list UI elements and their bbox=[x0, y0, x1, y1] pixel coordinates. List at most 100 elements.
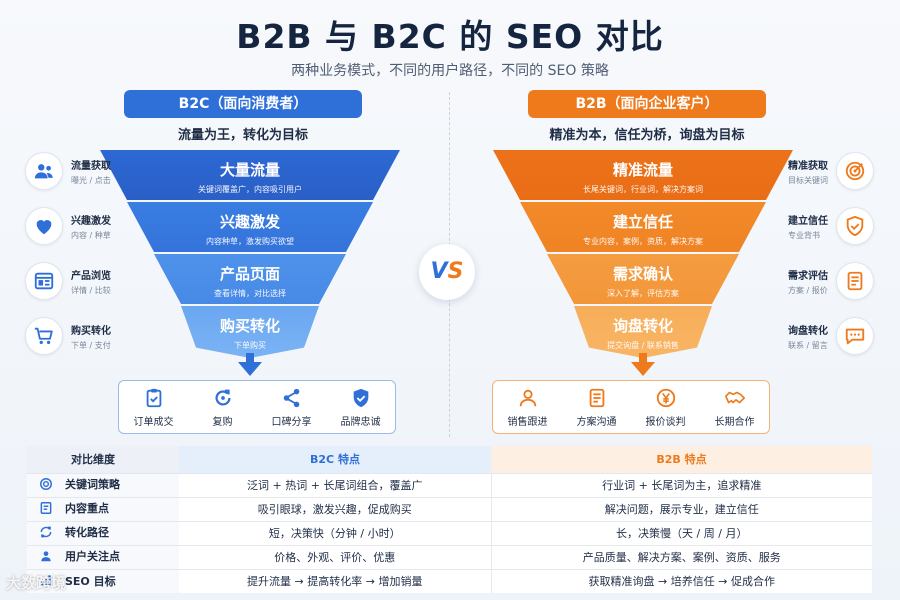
handshake-icon bbox=[724, 391, 745, 403]
stage-desc: 提交询盘 / 联系销售 bbox=[607, 341, 679, 350]
side-title: 精准获取 bbox=[788, 160, 828, 172]
b2b-funnel-stage: 精准流量 长尾关键词，行业词，解决方案词 bbox=[493, 150, 793, 200]
document-icon bbox=[39, 501, 57, 518]
side-desc: 方案 / 报价 bbox=[788, 285, 828, 295]
browser-icon bbox=[25, 262, 63, 300]
stage-title: 产品页面 bbox=[219, 265, 280, 283]
b2b-side-item: 建立信任专业背书 bbox=[788, 207, 874, 245]
table-row: 用户关注点 价格、外观、评价、优惠 产品质量、解决方案、案例、资质、服务 bbox=[27, 544, 872, 569]
table-row: SEO 目标 提升流量 → 提高转化率 → 增加销量 获取精准询盘 → 培养信任… bbox=[27, 568, 872, 593]
repeat-icon bbox=[215, 389, 231, 406]
comparison-table: 对比维度 B2C 特点 B2B 特点 关键词策略 泛词 + 热词 + 长尾词组合… bbox=[27, 446, 872, 593]
b2c-side-item: 兴趣激发内容 / 种草 bbox=[25, 207, 111, 245]
table-header-b2b: B2B 特点 bbox=[491, 446, 872, 473]
table-cell-b2c: 价格、外观、评价、优惠 bbox=[179, 544, 492, 569]
shield-check-icon bbox=[836, 207, 874, 245]
b2b-side-item: 精准获取目标关键词 bbox=[788, 152, 874, 190]
b2c-funnel-stage: 产品页面 查看详情，对比选择 bbox=[154, 254, 346, 304]
b2c-funnel-stage: 购买转化 下单购买 bbox=[181, 306, 319, 358]
b2c-results-box: 订单成交 复购 口碑分享 品牌忠诚 bbox=[118, 380, 396, 434]
result-label: 品牌忠诚 bbox=[340, 416, 381, 428]
dimension-label: SEO 目标 bbox=[65, 574, 116, 588]
side-title: 流量获取 bbox=[71, 160, 111, 172]
table-row: 关键词策略 泛词 + 热词 + 长尾词组合，覆盖广 行业词 + 长尾词为主，追求… bbox=[27, 472, 872, 497]
b2b-funnel-stage: 询盘转化 提交询盘 / 联系销售 bbox=[574, 306, 712, 358]
vs-letter-v: V bbox=[430, 259, 448, 284]
document-icon bbox=[836, 262, 874, 300]
b2c-arrow-stem bbox=[246, 353, 254, 363]
table-header-b2c: B2C 特点 bbox=[179, 446, 491, 473]
b2c-result-item: 订单成交 bbox=[122, 387, 186, 428]
clipboard-check-icon bbox=[146, 388, 161, 407]
stage-desc: 内容种草，激发购买欲望 bbox=[206, 237, 294, 246]
stage-desc: 下单购买 bbox=[234, 341, 266, 350]
stage-title: 精准流量 bbox=[612, 161, 673, 179]
result-label: 复购 bbox=[212, 416, 233, 428]
document-icon bbox=[589, 388, 604, 407]
side-desc: 专业背书 bbox=[788, 230, 820, 240]
side-title: 建立信任 bbox=[788, 215, 828, 227]
table-cell-dimension: 转化路径 bbox=[27, 520, 179, 545]
table-cell-b2b: 解决问题，展示专业，建立信任 bbox=[491, 496, 872, 521]
b2c-result-item: 口碑分享 bbox=[260, 387, 324, 428]
table-cell-dimension: 关键词策略 bbox=[27, 472, 179, 497]
share-icon bbox=[283, 388, 299, 407]
heart-icon bbox=[25, 207, 63, 245]
table-row: 内容重点 吸引眼球，激发兴趣，促成购买 解决问题，展示专业，建立信任 bbox=[27, 496, 872, 521]
b2c-result-item: 品牌忠诚 bbox=[329, 387, 393, 428]
b2b-arrow-stem bbox=[639, 353, 647, 363]
side-desc: 下单 / 支付 bbox=[71, 340, 111, 350]
b2c-header-pill: B2C（面向消费者） bbox=[124, 90, 362, 118]
stage-desc: 深入了解，评估方案 bbox=[607, 289, 679, 298]
side-desc: 联系 / 留言 bbox=[788, 340, 828, 350]
side-desc: 曝光 / 点击 bbox=[71, 175, 111, 185]
table-cell-dimension: 用户关注点 bbox=[27, 544, 179, 569]
side-desc: 详情 / 比较 bbox=[71, 285, 111, 295]
b2c-side-item: 产品浏览详情 / 比较 bbox=[25, 262, 111, 300]
b2c-down-arrow bbox=[238, 362, 262, 376]
b2b-results-box: 销售跟进 方案沟通 报价谈判 长期合作 bbox=[492, 380, 770, 434]
b2c-funnel-stage: 大量流量 关键词覆盖广，内容吸引用户 bbox=[100, 150, 400, 200]
b2b-side-item: 询盘转化联系 / 留言 bbox=[788, 317, 874, 355]
side-title: 产品浏览 bbox=[71, 270, 111, 282]
result-label: 长期合作 bbox=[714, 416, 755, 428]
result-label: 报价谈判 bbox=[645, 416, 686, 428]
person-icon bbox=[519, 389, 536, 406]
table-cell-b2c: 提升流量 → 提高转化率 → 增加销量 bbox=[179, 568, 492, 593]
stage-title: 需求确认 bbox=[612, 265, 673, 283]
result-label: 销售跟进 bbox=[507, 416, 548, 428]
b2b-funnel-stage: 需求确认 深入了解，评估方案 bbox=[547, 254, 739, 304]
table-cell-b2b: 长，决策慢（天 / 周 / 月） bbox=[491, 520, 872, 545]
person-icon bbox=[39, 549, 57, 566]
stage-title: 购买转化 bbox=[219, 317, 280, 335]
result-label: 口碑分享 bbox=[271, 416, 312, 428]
side-title: 询盘转化 bbox=[788, 325, 828, 337]
result-label: 订单成交 bbox=[133, 416, 174, 428]
b2b-funnel-stage: 建立信任 专业内容，案例，资质，解决方案 bbox=[520, 202, 766, 252]
vs-badge: VS bbox=[419, 244, 475, 300]
b2b-down-arrow bbox=[631, 362, 655, 376]
table-cell-b2c: 泛词 + 热词 + 长尾词组合，覆盖广 bbox=[179, 472, 492, 497]
b2c-result-item: 复购 bbox=[191, 387, 255, 428]
b2b-header-pill: B2B（面向企业客户） bbox=[528, 90, 766, 118]
b2b-result-item: 销售跟进 bbox=[496, 387, 560, 428]
table-cell-dimension: SEO 目标 bbox=[27, 568, 179, 593]
side-title: 购买转化 bbox=[71, 325, 111, 337]
b2b-result-item: 长期合作 bbox=[703, 387, 767, 428]
chart-icon bbox=[39, 573, 57, 590]
stage-desc: 关键词覆盖广，内容吸引用户 bbox=[198, 185, 302, 194]
b2c-tagline: 流量为王，转化为目标 bbox=[177, 128, 308, 143]
stage-title: 大量流量 bbox=[219, 161, 280, 179]
b2b-tagline: 精准为本，信任为桥，询盘为目标 bbox=[549, 128, 745, 143]
b2c-funnel-stage: 兴趣激发 内容种草，激发购买欲望 bbox=[127, 202, 373, 252]
table-cell-b2b: 行业词 + 长尾词为主，追求精准 bbox=[491, 472, 872, 497]
table-cell-dimension: 内容重点 bbox=[27, 496, 179, 521]
side-title: 兴趣激发 bbox=[71, 215, 111, 227]
table-cell-b2b: 获取精准询盘 → 培养信任 → 促成合作 bbox=[491, 568, 872, 593]
b2b-side-item: 需求评估方案 / 报价 bbox=[788, 262, 874, 300]
stage-desc: 长尾关键词，行业词，解决方案词 bbox=[583, 185, 703, 194]
dimension-label: 关键词策略 bbox=[65, 478, 120, 492]
shield-check-icon bbox=[353, 388, 368, 407]
result-label: 方案沟通 bbox=[576, 416, 617, 428]
stage-title: 兴趣激发 bbox=[219, 213, 280, 231]
